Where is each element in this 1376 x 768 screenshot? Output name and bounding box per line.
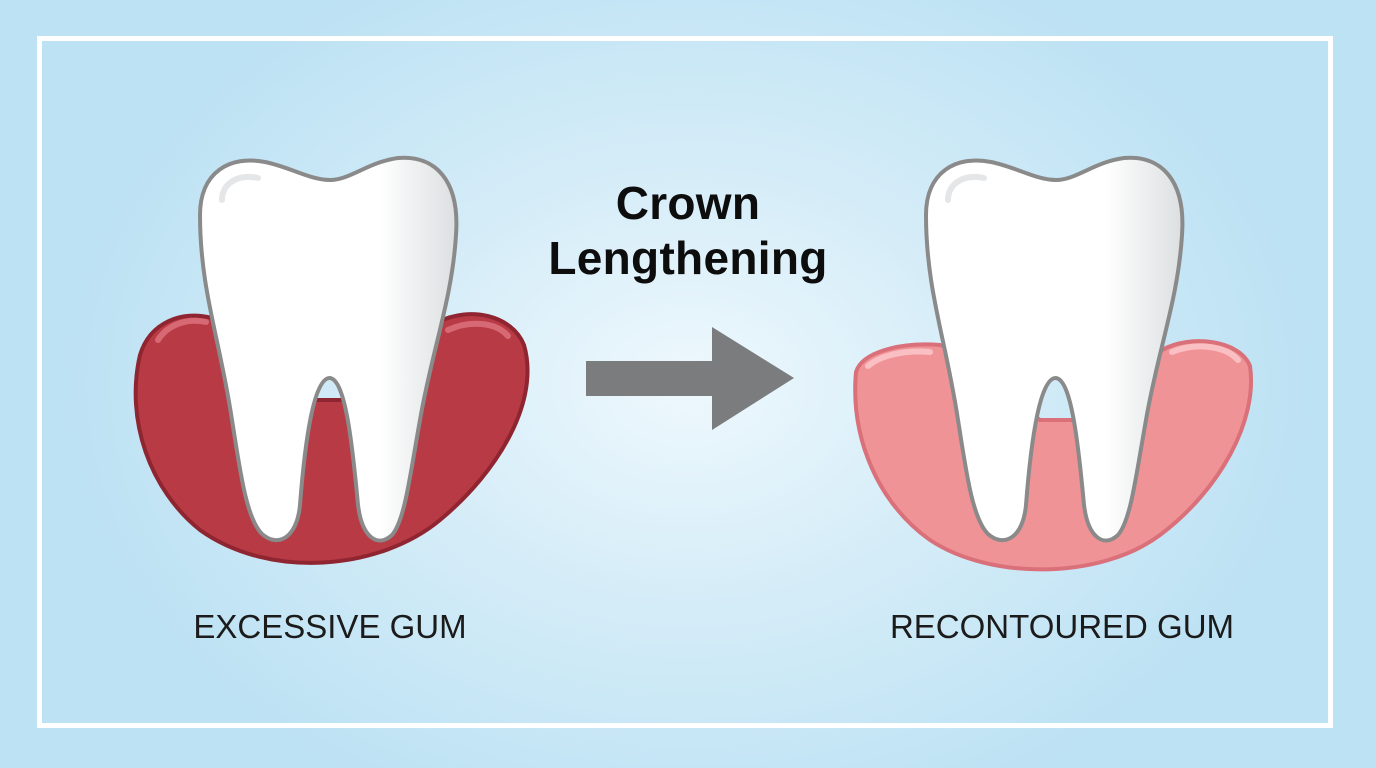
title-line-2: Lengthening [548, 232, 828, 284]
after-group [853, 155, 1253, 572]
molar-tooth-icon [923, 155, 1185, 543]
recontoured-gum-label: RECONTOURED GUM [889, 608, 1235, 645]
molar-tooth-icon [197, 155, 459, 543]
diagram-title: Crown Lengthening [488, 176, 888, 286]
title-line-1: Crown [615, 177, 761, 229]
right-arrow-icon [586, 327, 794, 430]
white-frame [37, 36, 1333, 728]
excessive-gum-label: EXCESSIVE GUM [193, 608, 467, 645]
before-group [133, 155, 530, 565]
